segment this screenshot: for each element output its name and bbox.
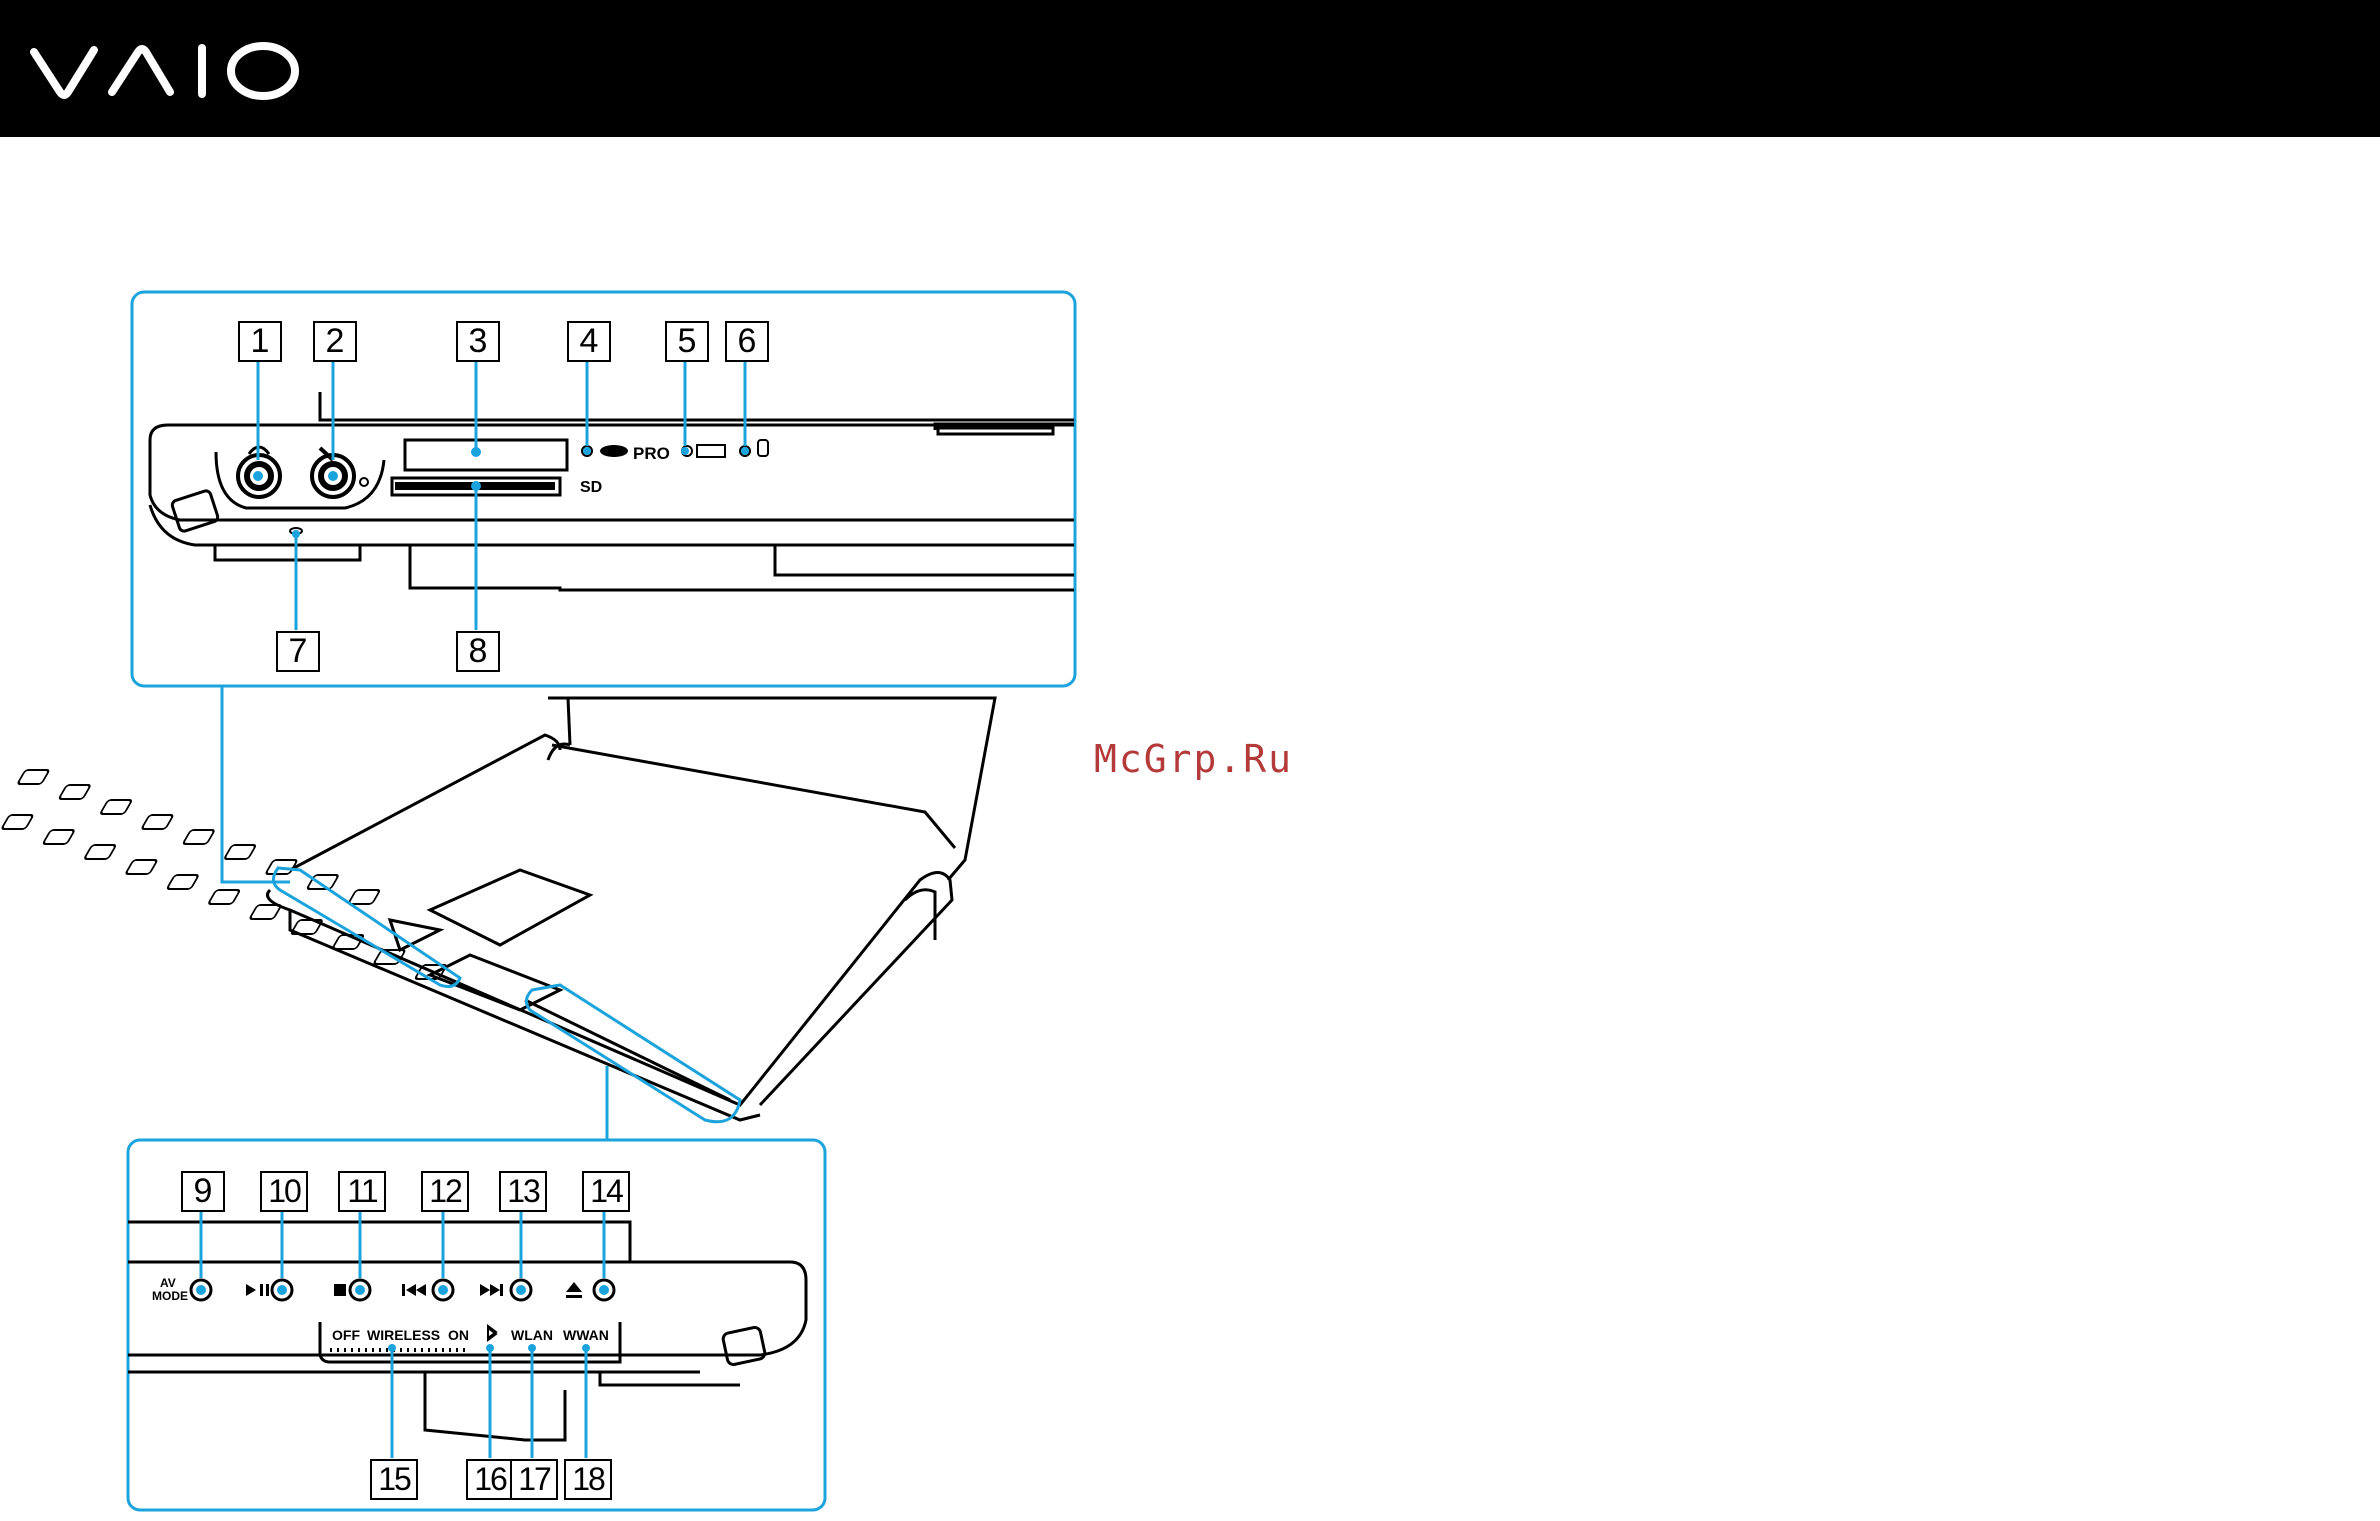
eject-icon <box>566 1282 582 1298</box>
off-label: OFF <box>332 1327 360 1343</box>
on-label: ON <box>448 1327 469 1343</box>
callout-16: 16 <box>466 1459 514 1500</box>
wwan-label: WWAN <box>563 1327 609 1343</box>
callout-10: 10 <box>260 1171 308 1212</box>
memory-stick-icon <box>600 445 628 457</box>
av-label: AV <box>160 1276 176 1290</box>
callout-9: 9 <box>181 1171 225 1212</box>
mode-label: MODE <box>152 1289 188 1303</box>
wlan-label: WLAN <box>511 1327 553 1343</box>
connector-left <box>222 686 290 882</box>
callout-4: 4 <box>567 321 611 362</box>
callout-15: 15 <box>370 1459 418 1500</box>
pro-label: PRO <box>633 444 670 463</box>
next-icon <box>480 1284 503 1296</box>
callout-6: 6 <box>725 321 769 362</box>
bluetooth-icon <box>488 1326 496 1340</box>
callout-13: 13 <box>499 1171 547 1212</box>
callout-8: 8 <box>456 631 500 672</box>
wireless-label: WIRELESS <box>367 1327 440 1343</box>
hdd-icon <box>758 440 768 456</box>
callout-3: 3 <box>456 321 500 362</box>
watermark-text: McGrp.Ru <box>1094 737 1293 781</box>
memory-stick-slot <box>405 440 567 470</box>
callout-12: 12 <box>421 1171 469 1212</box>
callout-5: 5 <box>665 321 709 362</box>
callout-2: 2 <box>313 321 357 362</box>
stop-icon <box>334 1284 346 1296</box>
callout-14: 14 <box>582 1171 630 1212</box>
callout-18: 18 <box>564 1459 612 1500</box>
bottom-detail-frame <box>128 1140 825 1510</box>
left-side-view <box>150 392 1074 590</box>
laptop-overview <box>268 698 996 1120</box>
battery-icon <box>697 445 725 457</box>
previous-icon <box>402 1284 426 1296</box>
callout-1: 1 <box>238 321 282 362</box>
callout-7: 7 <box>276 631 320 672</box>
sd-label: SD <box>580 479 602 496</box>
play-pause-icon <box>246 1284 269 1296</box>
callout-11: 11 <box>338 1171 386 1212</box>
callout-17: 17 <box>510 1459 558 1500</box>
